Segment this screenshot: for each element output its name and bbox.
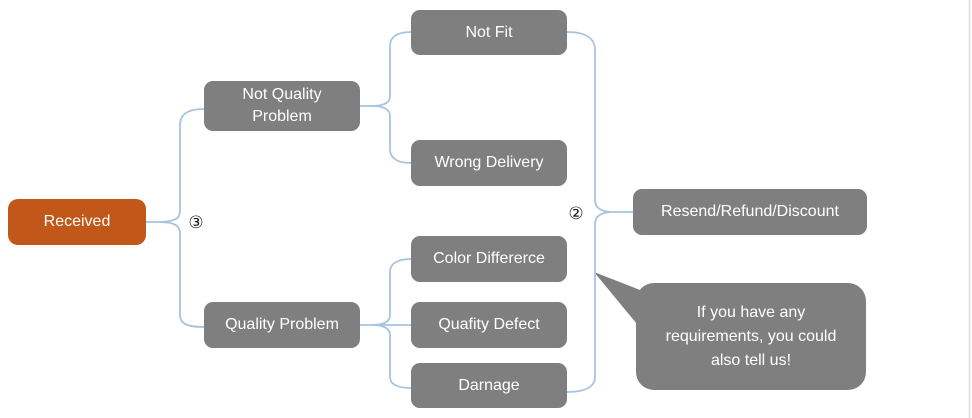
node-quality-defect: Quafity Defect [411,302,567,348]
node-received-label: Received [43,213,111,230]
node-damage-label: Darnage [458,376,520,394]
node-quality-defect-label: Quafity Defect [438,316,540,333]
node-quality-problem: Quality Problem [204,302,360,348]
node-quality-problem-label: Quality Problem [225,316,339,333]
connector-brace-2 [566,31,612,393]
node-color-difference: Color Differerce [411,236,567,282]
node-received: Received [8,199,146,245]
node-resend-refund-discount-label: Resend/Refund/Discount [661,203,839,220]
branch-marker-2: ② [568,204,584,223]
node-wrong-delivery: Wrong Delivery [411,140,567,186]
connector-brace-3 [160,108,205,328]
connector-brace-qp [373,258,412,389]
callout-text: If you have any requirements, you could … [665,303,837,369]
branch-marker-3: ③ [188,213,204,232]
node-not-quality-problem: Not Quality Problem [204,81,360,131]
callout-bubble: If you have any requirements, you could … [636,283,866,390]
node-not-quality-problem-label: Not Quality Problem [242,86,322,125]
node-not-fit-label: Not Fit [465,23,513,41]
node-color-difference-label: Color Differerce [433,250,545,267]
connector-brace-nqp [373,31,412,164]
node-resend-refund-discount: Resend/Refund/Discount [633,189,867,235]
node-wrong-delivery-label: Wrong Delivery [434,154,544,171]
node-damage: Darnage [411,363,567,408]
node-not-fit: Not Fit [411,10,567,55]
